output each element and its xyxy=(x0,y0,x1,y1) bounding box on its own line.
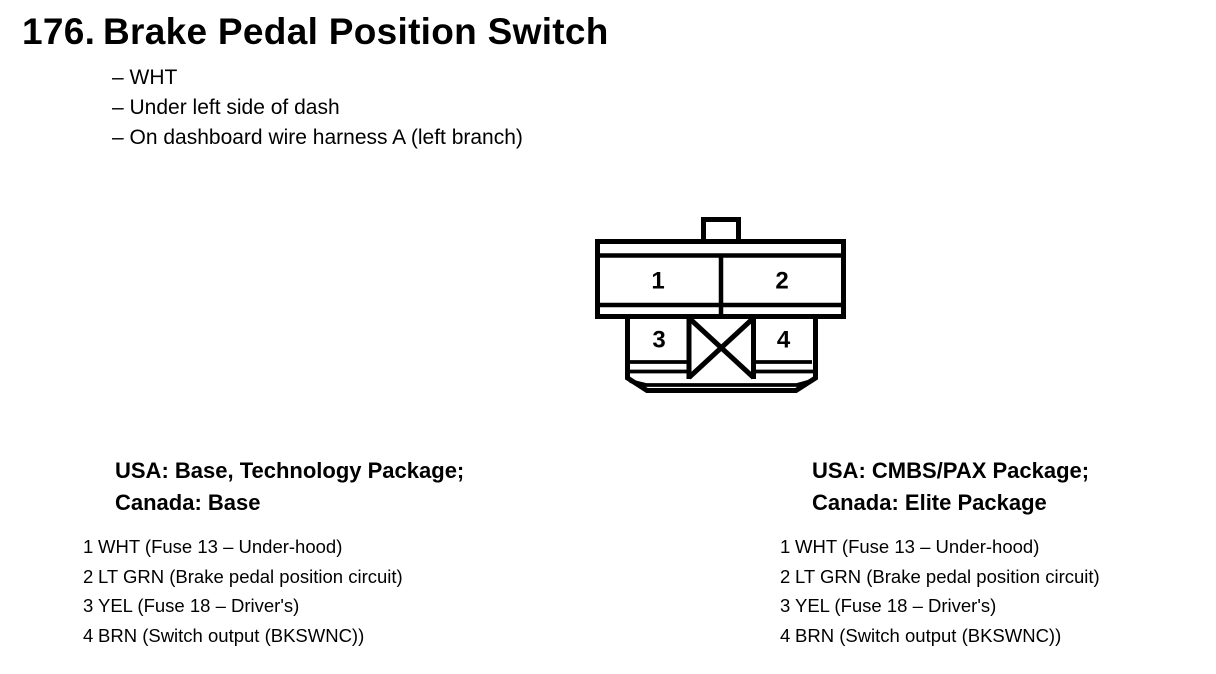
cavity-2-label: 2 xyxy=(775,268,788,295)
pin-description: YEL (Fuse 18 – Driver's) xyxy=(98,595,300,616)
pin-row: 3 YEL (Fuse 18 – Driver's) xyxy=(780,591,1216,621)
variant-column-base: USA: Base, Technology Package; Canada: B… xyxy=(83,455,553,650)
cavity-1-label: 1 xyxy=(651,268,664,295)
pin-list: 1 WHT (Fuse 13 – Under-hood) 2 LT GRN (B… xyxy=(83,532,553,650)
variant-heading-line: Canada: Elite Package xyxy=(812,490,1047,515)
pin-number: 2 xyxy=(780,565,791,587)
pin-number: 1 xyxy=(780,536,791,557)
variant-heading-line: USA: CMBS/PAX Package; xyxy=(812,458,1090,483)
pin-description: BRN (Switch output (BKSWNC)) xyxy=(98,624,365,646)
note-line: – On dashboard wire harness A (left bran… xyxy=(112,126,523,149)
connector-lower-housing xyxy=(625,314,818,393)
variant-heading: USA: Base, Technology Package; Canada: B… xyxy=(115,455,553,519)
page-title: Brake Pedal Position Switch xyxy=(103,11,609,52)
pin-description: YEL (Fuse 18 – Driver's) xyxy=(795,595,997,616)
pin-number: 3 xyxy=(83,595,94,616)
pin-row: 4 BRN (Switch output (BKSWNC)) xyxy=(83,621,553,651)
pin-description: WHT (Fuse 13 – Under-hood) xyxy=(795,536,1040,557)
pin-description: BRN (Switch output (BKSWNC)) xyxy=(795,624,1062,646)
connector-notes: – WHT – Under left side of dash – On das… xyxy=(112,63,523,153)
variant-column-elite: USA: CMBS/PAX Package; Canada: Elite Pac… xyxy=(780,455,1216,650)
pin-description: LT GRN (Brake pedal position circuit) xyxy=(795,565,1100,587)
pin-row: 1 WHT (Fuse 13 – Under-hood) xyxy=(780,532,1216,562)
pin-row: 3 YEL (Fuse 18 – Driver's) xyxy=(83,591,553,621)
connector-diagram: 1 2 3 4 xyxy=(583,208,853,408)
variant-heading-line: Canada: Base xyxy=(115,490,261,515)
variant-heading-line: USA: Base, Technology Package; xyxy=(115,458,465,483)
section-title: 176.Brake Pedal Position Switch xyxy=(22,11,609,53)
cavity-4-label: 4 xyxy=(777,327,791,354)
pin-row: 4 BRN (Switch output (BKSWNC)) xyxy=(780,621,1216,651)
pin-list: 1 WHT (Fuse 13 – Under-hood) 2 LT GRN (B… xyxy=(780,532,1216,650)
pin-description: WHT (Fuse 13 – Under-hood) xyxy=(98,536,343,557)
pin-number: 3 xyxy=(780,595,791,616)
lower-housing-inner-lines xyxy=(628,360,814,387)
cavity-3-label: 3 xyxy=(652,327,665,354)
pin-row: 2 LT GRN (Brake pedal position circuit) xyxy=(780,562,1216,592)
pin-number: 2 xyxy=(83,565,94,587)
pin-row: 2 LT GRN (Brake pedal position circuit) xyxy=(83,562,553,592)
section-number: 176. xyxy=(22,11,96,52)
blocked-cavity-x xyxy=(686,316,756,380)
connector-drawing: 1 2 3 4 xyxy=(595,217,846,393)
pin-description: LT GRN (Brake pedal position circuit) xyxy=(98,565,403,587)
pin-number: 1 xyxy=(83,536,94,557)
variant-heading: USA: CMBS/PAX Package; Canada: Elite Pac… xyxy=(812,455,1216,519)
pin-row: 1 WHT (Fuse 13 – Under-hood) xyxy=(83,532,553,562)
note-line: – Under left side of dash xyxy=(112,96,340,119)
pin-number: 4 xyxy=(83,624,94,646)
pin-number: 4 xyxy=(780,624,791,646)
note-line: – WHT xyxy=(112,66,178,89)
